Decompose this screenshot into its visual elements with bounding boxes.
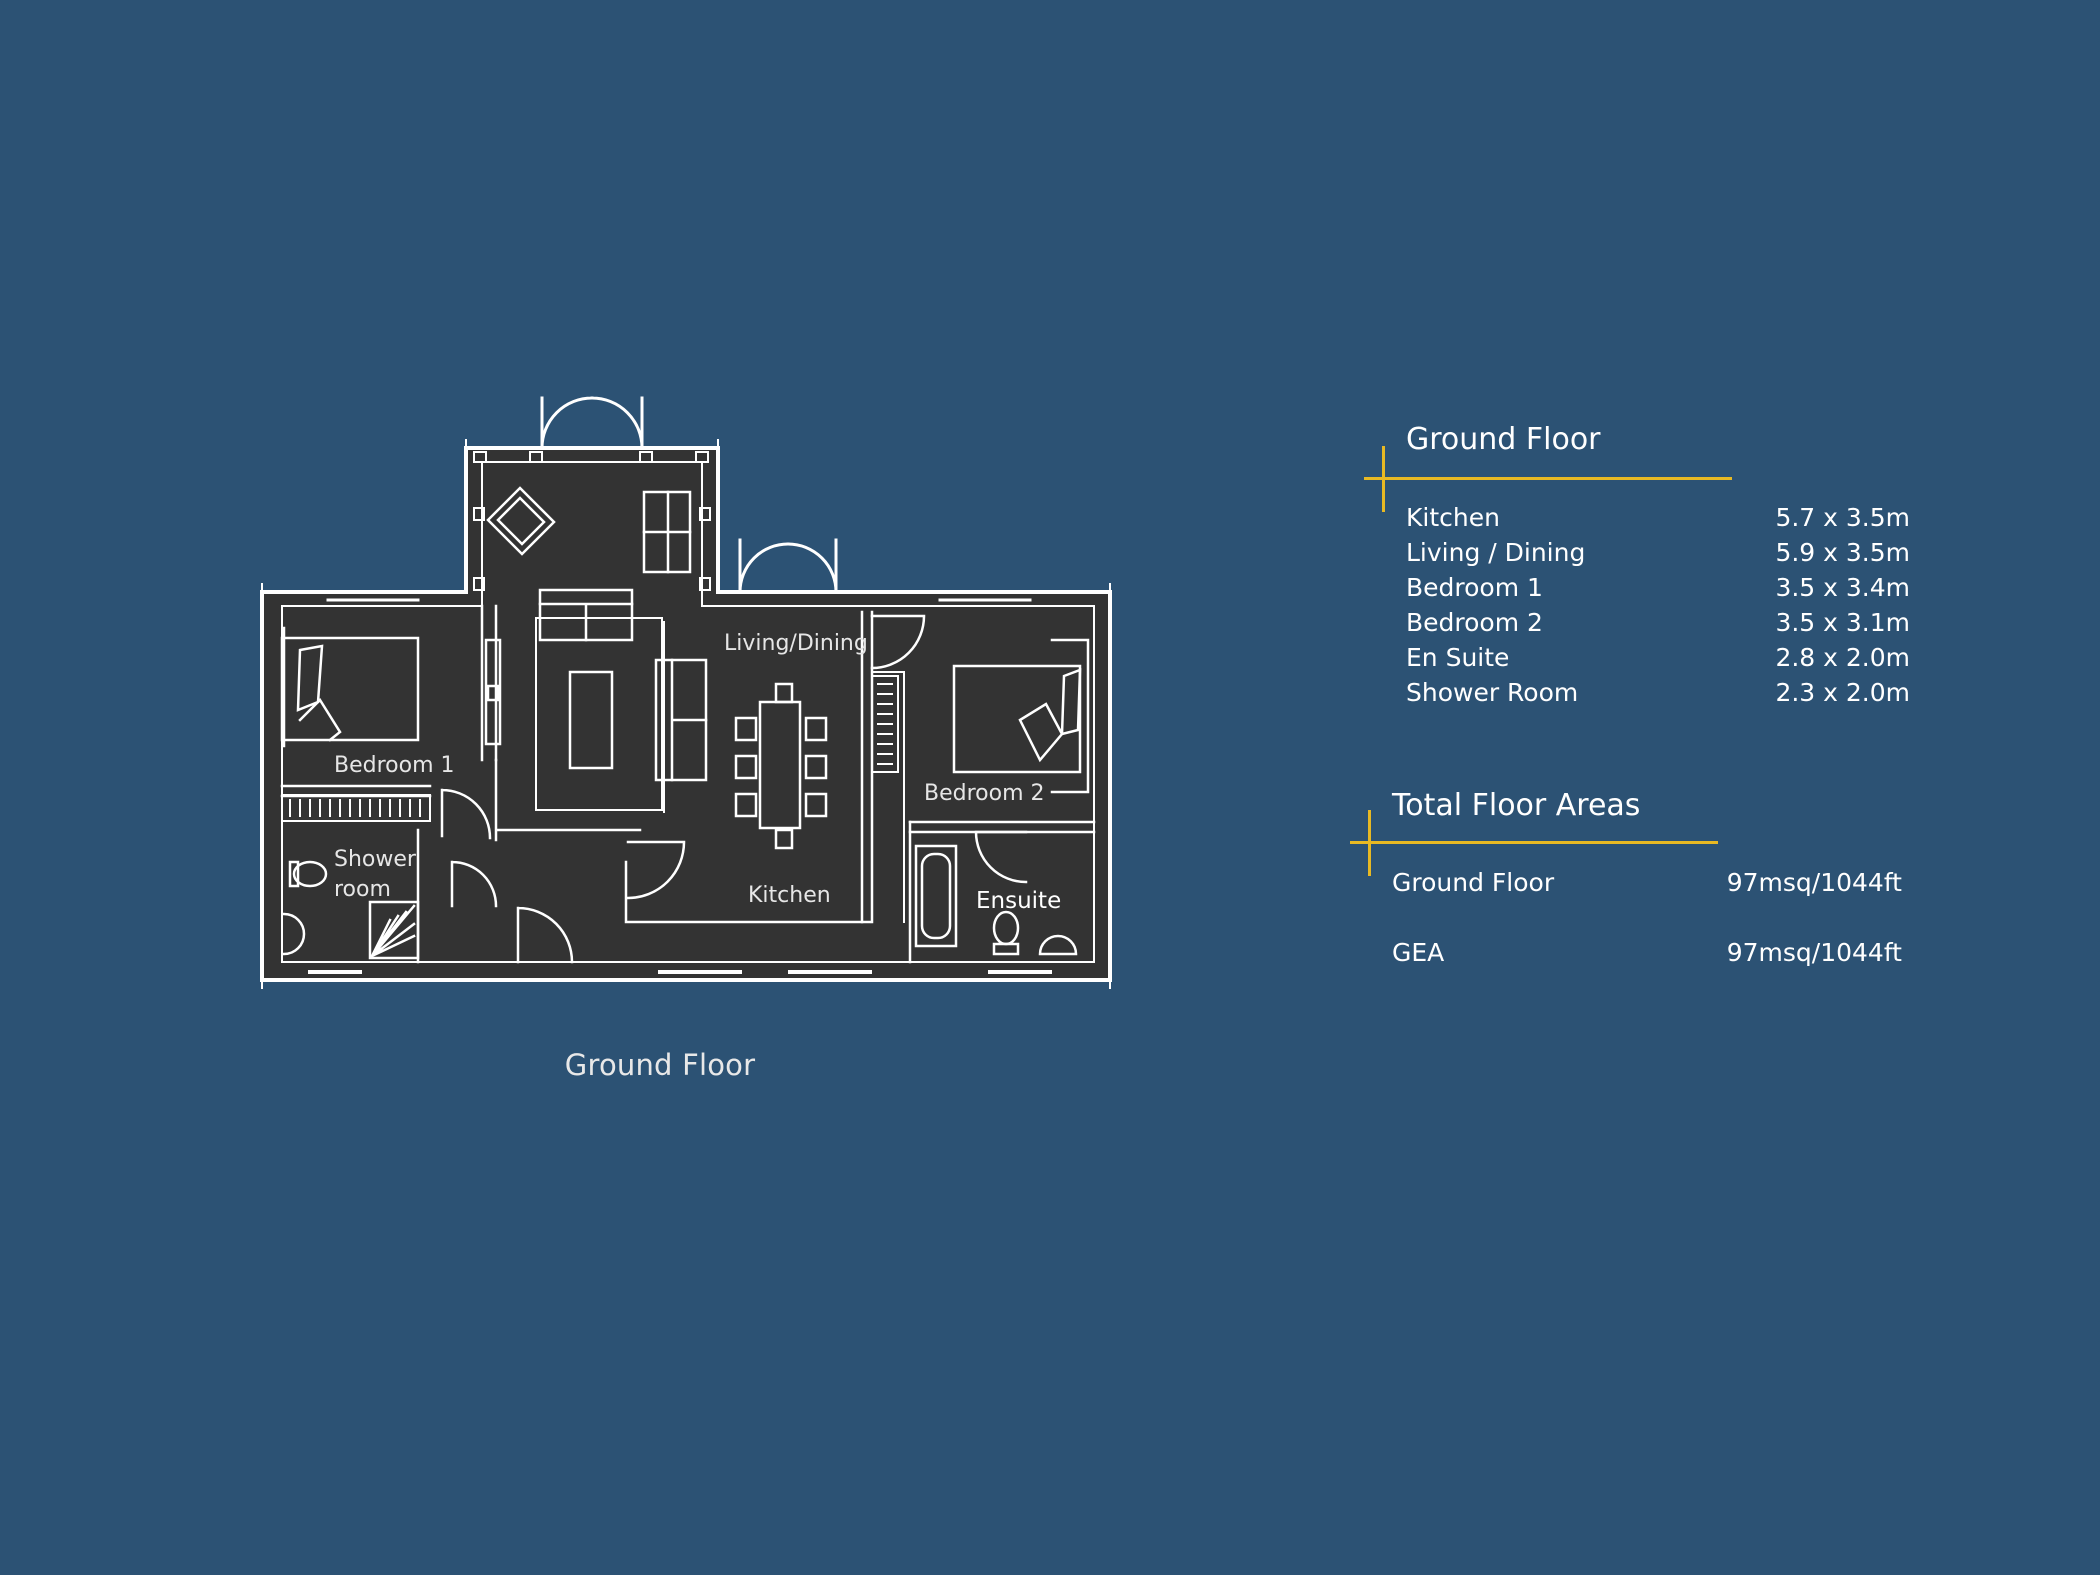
dimension-size: 5.7 x 3.5m [1775,503,1910,532]
dimension-room: Shower Room [1406,678,1579,707]
accent-rule [1350,841,1718,844]
dimension-size: 3.5 x 3.1m [1775,608,1910,637]
dimension-room: Living / Dining [1406,538,1586,567]
plan-caption: Ground Floor [564,1048,756,1082]
room-label-shower-1: Shower [334,847,417,872]
french-doors-side [738,538,838,594]
bay-bookcase [642,490,692,574]
living-rug [535,617,663,811]
coffee-table [568,670,614,770]
sofa-side [654,658,708,782]
toilet-ensuite [992,910,1020,956]
inner-wall-line [281,461,1095,963]
area-value: 97msq/1044ft [1726,868,1902,897]
basin-shower [282,912,306,956]
window-top-right [938,590,1032,602]
dimension-room: Bedroom 2 [1406,608,1543,637]
bay-armchair [486,486,556,556]
door-kitchen [626,840,686,900]
wall-kitchen [624,860,872,924]
door-bedroom2 [870,614,926,670]
dimension-size: 3.5 x 3.4m [1775,573,1910,602]
bath-ensuite [914,844,958,948]
wall-bedroom1-right [480,604,498,762]
room-label-shower-2: room [334,877,391,902]
shower-tray [368,900,420,960]
dimension-size: 2.8 x 2.0m [1775,643,1910,672]
dimensions-heading: Ground Floor [1406,422,1601,457]
outer-wall [260,446,1112,982]
door-ensuite [974,830,1028,884]
dining-table [734,682,828,850]
wardrobe-bedroom2 [871,675,899,773]
bed-bedroom1 [280,626,420,748]
areas-heading: Total Floor Areas [1392,788,1641,823]
dimension-size: 5.9 x 3.5m [1775,538,1910,567]
room-label-ensuite: Ensuite [976,888,1061,914]
dimension-size: 2.3 x 2.0m [1775,678,1910,707]
room-label-bedroom1: Bedroom 1 [334,753,455,778]
room-label-kitchen: Kitchen [748,883,831,908]
wardrobe-bedroom1 [281,794,431,822]
door-entrance [516,906,574,964]
sofa-top [538,588,634,642]
bay-posts [473,451,711,591]
french-doors-top [540,396,644,450]
bed-bedroom2 [952,638,1090,794]
dimension-room: Kitchen [1406,503,1500,532]
wall-hall [494,758,642,842]
room-label-living: Living/Dining [724,631,868,656]
dimension-room: En Suite [1406,643,1510,672]
room-label-bedroom2: Bedroom 2 [924,781,1045,806]
toilet-shower [288,860,328,888]
basin-ensuite [1038,934,1078,956]
accent-rule [1364,477,1732,480]
door-shower [450,860,498,908]
door-bedroom1 [440,788,492,840]
kitchen-units [871,671,905,923]
area-label: Ground Floor [1392,868,1555,897]
tv-unit [484,638,502,746]
area-label: GEA [1392,938,1445,967]
window-top-left [326,590,420,602]
dim-ticks [261,439,1111,989]
area-value: 97msq/1044ft [1726,938,1902,967]
dimension-room: Bedroom 1 [1406,573,1543,602]
